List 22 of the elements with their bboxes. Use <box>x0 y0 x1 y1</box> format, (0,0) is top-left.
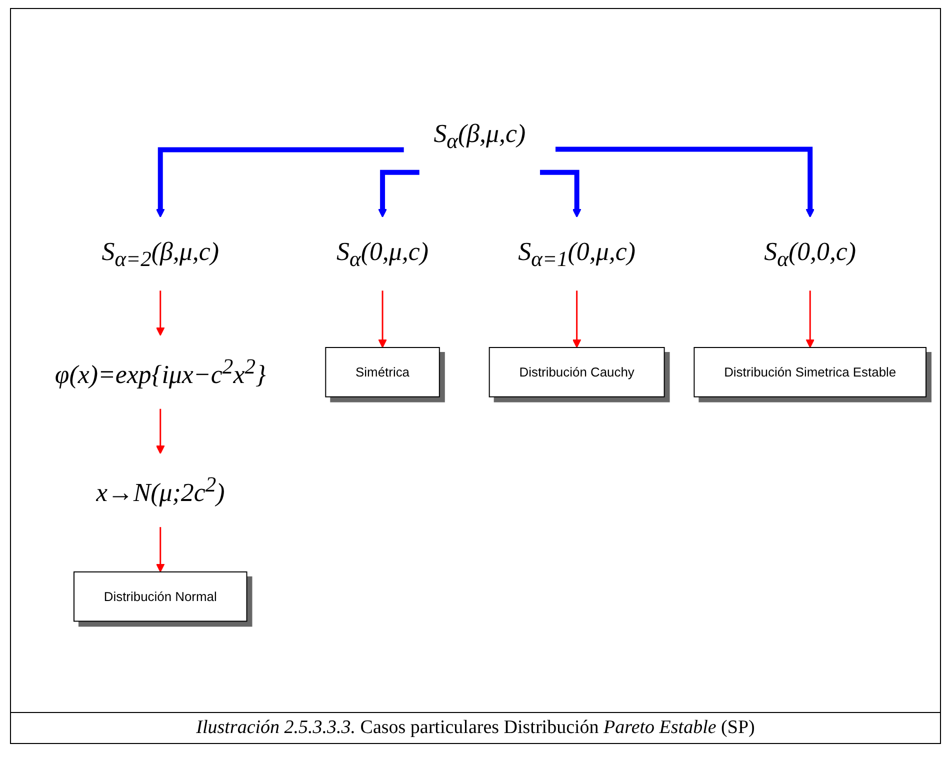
arrow <box>156 526 165 573</box>
node-text: x→N(μ;2c$^{2}$) <box>96 473 225 508</box>
node-box: Simétrica <box>325 347 440 398</box>
arrow <box>572 290 582 348</box>
node-box: Distribución Cauchy <box>488 347 665 398</box>
node-text: S$_{α}$(0,μ,c) <box>336 238 429 272</box>
arrow <box>806 290 814 348</box>
node-text: S$_{α=2}$(β,μ,c) <box>102 238 219 272</box>
arrow <box>378 290 387 348</box>
node-text: S$_{α=1}$(0,μ,c) <box>518 238 636 272</box>
arrow <box>156 408 165 454</box>
arrow <box>556 147 814 218</box>
node-box: Distribución Normal <box>73 572 248 622</box>
arrow <box>540 170 582 218</box>
arrow <box>156 148 404 218</box>
node-text: φ(x)=exp{iμx−c$^{2}$x$^{2}$} <box>54 354 266 390</box>
arrow <box>378 170 420 218</box>
node-text: S$_{α}$(β,μ,c) <box>434 119 526 154</box>
node-text: S$_{α}$(0,0,c) <box>764 238 856 272</box>
arrow <box>156 290 165 336</box>
figure-caption: Ilustración 2.5.3.3.3. Casos particulares Distribución Pareto Estable (SP) <box>11 712 940 743</box>
node-box: Distribución Simetrica Estable <box>694 347 927 398</box>
